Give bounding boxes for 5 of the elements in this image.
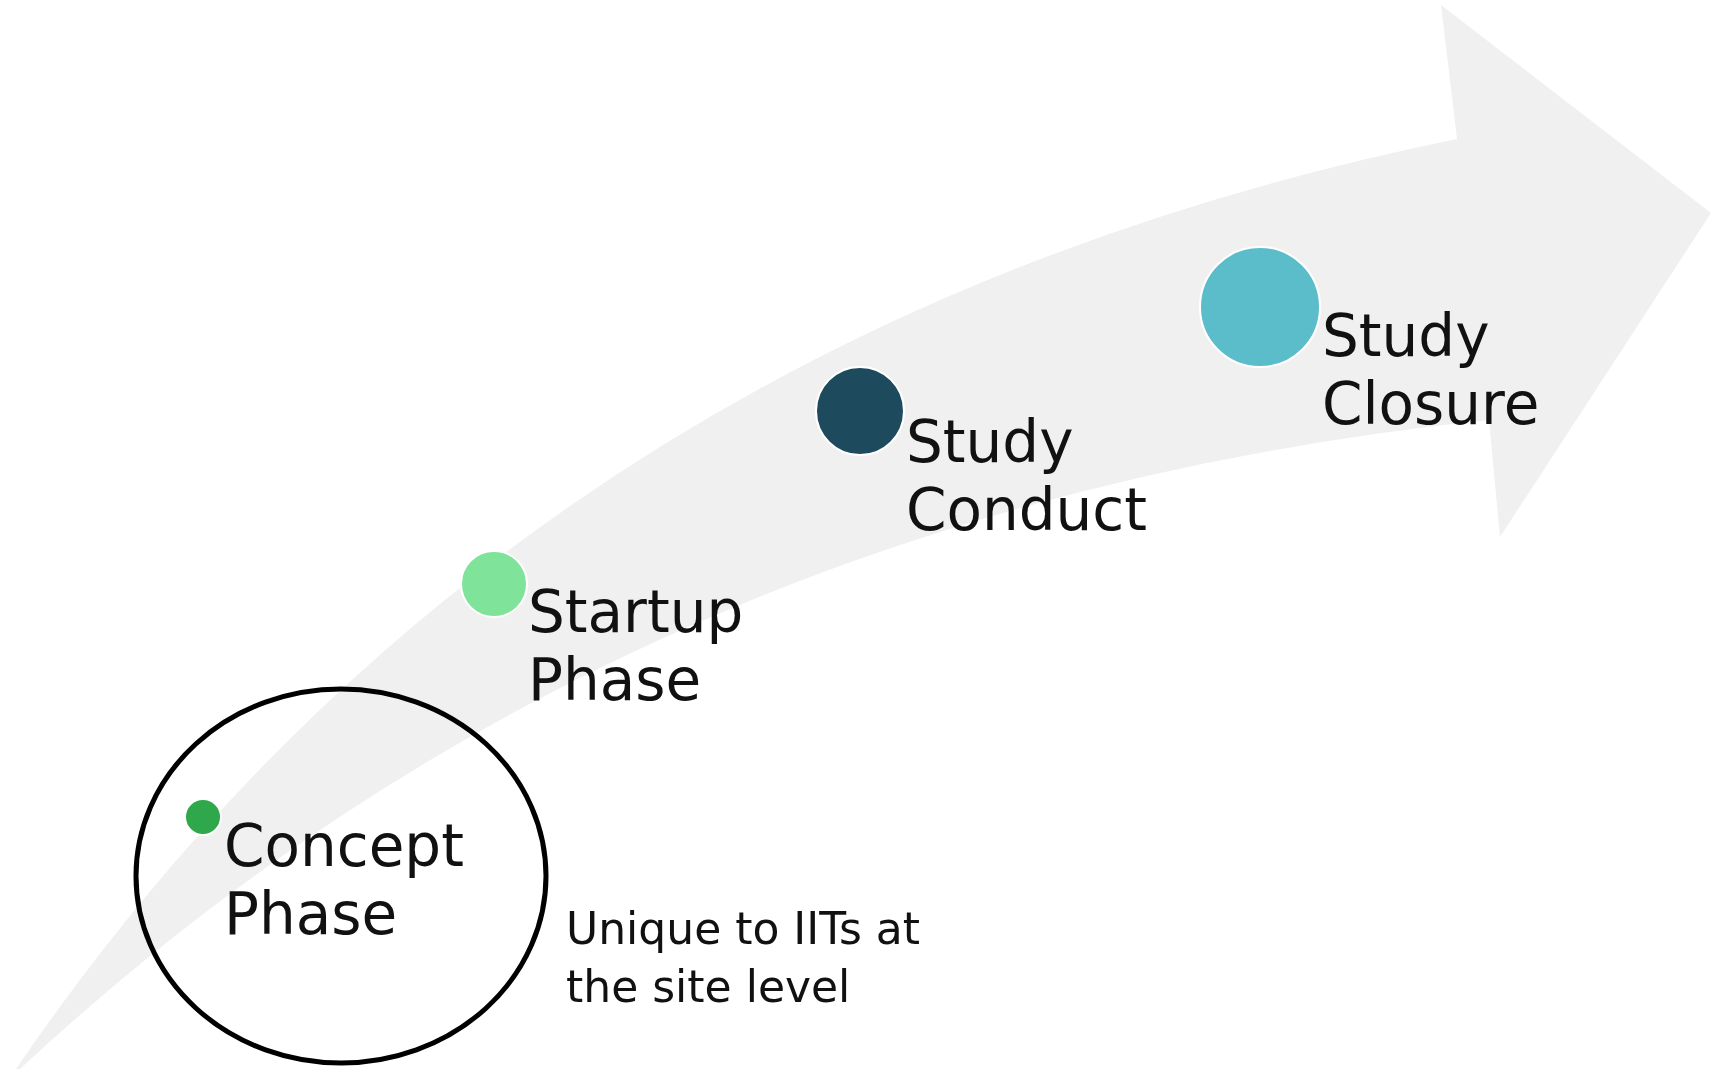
- phase-label: Study Closure: [1322, 302, 1541, 438]
- phase-label: Study Conduct: [906, 408, 1148, 544]
- note-text: Unique to IITs at the site level: [566, 902, 922, 1014]
- phase-label: Startup Phase: [528, 578, 745, 714]
- phase-label: Concept Phase: [224, 812, 465, 948]
